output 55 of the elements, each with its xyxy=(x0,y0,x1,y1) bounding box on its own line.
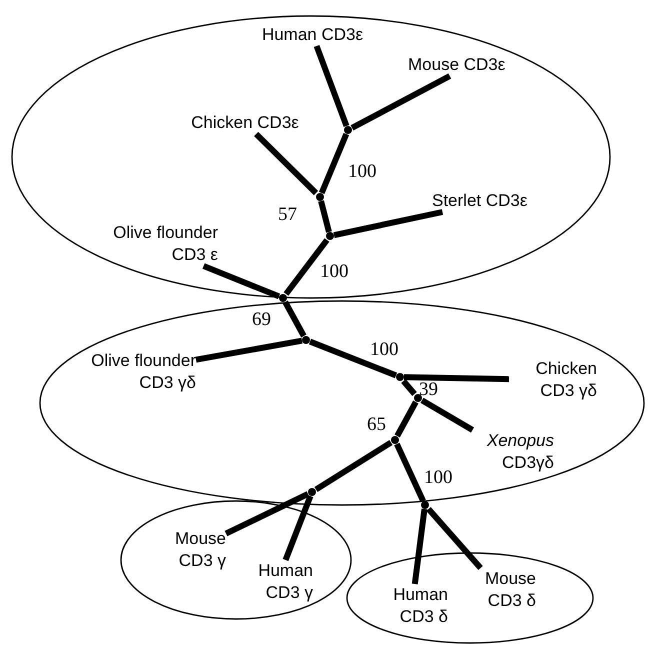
tree-branch xyxy=(412,508,428,584)
taxon-label: Mouse CD3 γ xyxy=(158,528,226,572)
branch-point xyxy=(302,336,310,344)
taxon-label: Human CD3ε xyxy=(245,24,380,46)
taxon-label: Olive flounder CD3 γδ xyxy=(58,350,196,394)
tree-branch xyxy=(394,400,418,438)
branch-point xyxy=(391,436,399,444)
tree-branch xyxy=(195,338,303,363)
branch-point xyxy=(279,294,287,302)
tree-branch xyxy=(314,440,393,492)
branch-point xyxy=(316,193,324,201)
taxon-label: Human CD3 γ xyxy=(241,560,313,604)
bootstrap-value: 57 xyxy=(278,205,297,225)
branch-point xyxy=(414,394,422,402)
taxon-label: Mouse CD3ε xyxy=(408,54,533,76)
branch-point xyxy=(421,501,429,509)
tree-branch xyxy=(308,338,398,378)
tree-branch xyxy=(426,507,483,570)
group-ellipse xyxy=(346,552,594,644)
branch-point xyxy=(396,373,404,381)
bootstrap-value: 100 xyxy=(370,340,398,360)
tree-branch xyxy=(333,209,444,238)
bootstrap-value: 65 xyxy=(367,415,386,435)
branch-point xyxy=(308,488,316,496)
branch-point xyxy=(344,126,352,134)
tree-branch xyxy=(224,491,310,536)
tree-branch xyxy=(394,442,426,502)
tree-branch xyxy=(401,379,417,396)
taxon-label: Olive flounder CD3 ε xyxy=(80,222,218,266)
taxon-label: Chicken CD3ε xyxy=(175,112,315,134)
bootstrap-value: 100 xyxy=(348,162,376,182)
taxon-label: Sterlet CD3ε xyxy=(432,190,556,212)
bootstrap-value: 69 xyxy=(252,310,271,330)
group-ellipse xyxy=(120,500,352,620)
tree-branch xyxy=(314,44,350,128)
group-ellipse xyxy=(11,15,611,299)
tree-branch xyxy=(202,263,280,300)
tree-branch xyxy=(318,132,350,194)
bootstrap-value: 100 xyxy=(424,468,452,488)
taxon-label: Human CD3 δ xyxy=(376,584,448,628)
taxon-label: Mouse CD3 δ xyxy=(464,568,536,612)
group-ellipse xyxy=(39,300,645,506)
tree-branch xyxy=(284,238,330,296)
tree-branch xyxy=(318,200,332,233)
taxon-label: Chicken CD3 γδ xyxy=(509,358,597,402)
bootstrap-value: 39 xyxy=(419,380,438,400)
tree-branch xyxy=(420,398,474,433)
tree-branch xyxy=(350,73,452,131)
tree-branch xyxy=(404,374,510,382)
tree-branch xyxy=(282,494,314,562)
bootstrap-value: 100 xyxy=(320,262,348,282)
tree-branch xyxy=(282,300,306,338)
taxon-label: Xenopus CD3γδ xyxy=(466,430,554,474)
tree-branch xyxy=(254,132,318,196)
branch-point xyxy=(326,232,334,240)
